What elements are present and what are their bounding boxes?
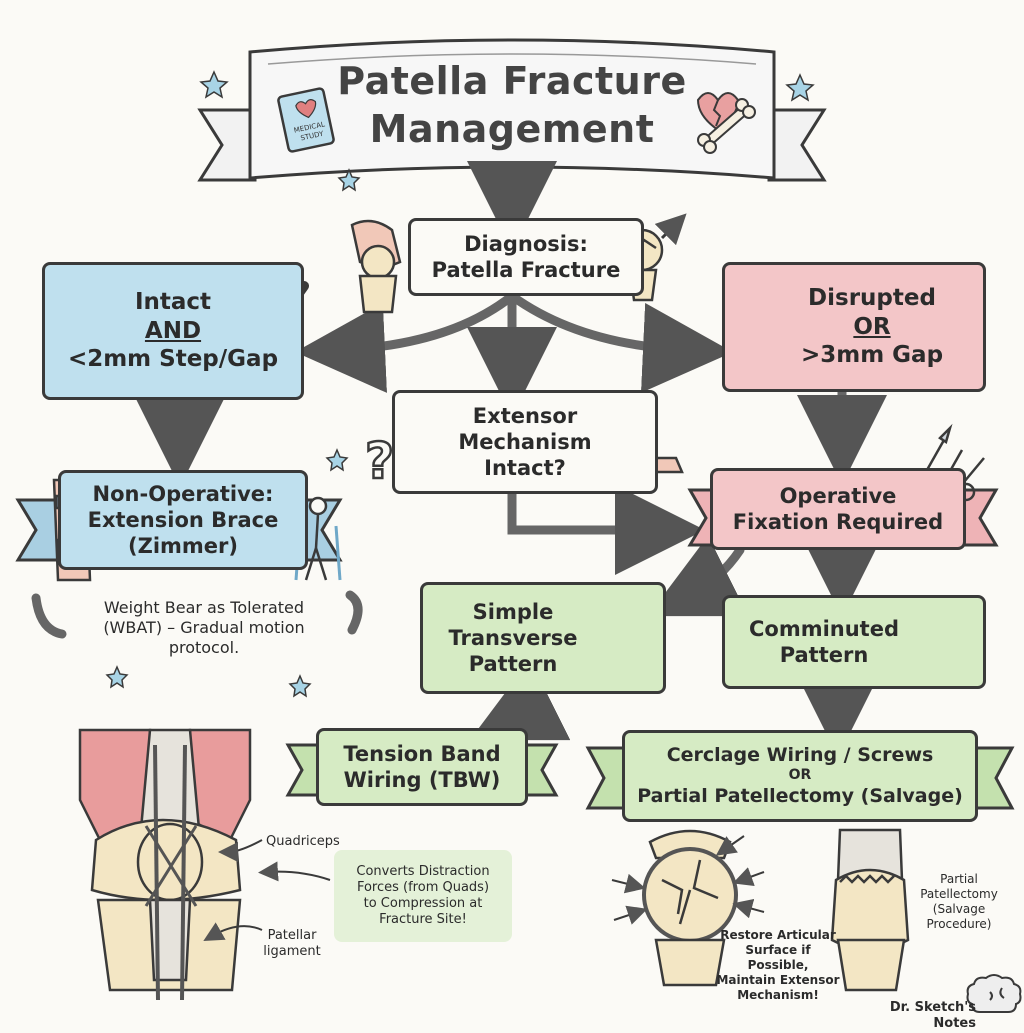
title-line-1: Patella Fracture (337, 59, 687, 103)
converts-note: Converts Distraction Forces (from Quads)… (334, 850, 512, 942)
extensor-line-2: Mechanism (458, 429, 592, 454)
simple-transverse-box: Simple Transverse Pattern (420, 582, 666, 694)
wbat-line-2: (WBAT) – Gradual motion (103, 618, 305, 637)
non-operative-box: Non-Operative: Extension Brace (Zimmer) (58, 470, 308, 570)
anatomy-pointers (203, 839, 331, 941)
intact-box: Intact AND <2mm Step/Gap (42, 262, 304, 400)
partial-patellectomy-note: Partial Patellectomy (Salvage Procedure) (914, 872, 1004, 932)
cerclage-wiring-box: Cerclage Wiring / Screws OR Partial Pate… (622, 730, 978, 822)
disrupted-box: Disrupted OR >3mm Gap (722, 262, 986, 392)
brain-icon (966, 974, 1022, 1013)
flow-arrows (31, 161, 887, 757)
non-operative-line-1: Non-Operative: (92, 481, 274, 506)
non-operative-ribbon (15, 498, 343, 562)
converts-line-1: Converts Distraction (356, 863, 490, 879)
patellar-ligament-line-2: ligament (263, 944, 321, 960)
partial-patellectomy-illustration (830, 828, 910, 992)
extensor-mechanism-box: Extensor Mechanism Intact? (392, 390, 658, 494)
decorative-stars (105, 70, 815, 698)
tbw-line-2: Wiring (TBW) (343, 768, 501, 792)
wbat-note: Weight Bear as Tolerated (WBAT) – Gradua… (66, 598, 342, 658)
intact-line-1: Intact (134, 288, 212, 315)
partial-line-4: Procedure) (926, 917, 992, 931)
non-operative-line-3: (Zimmer) (128, 534, 238, 559)
quadriceps-text: Quadriceps (266, 834, 340, 849)
wbat-line-1: Weight Bear as Tolerated (103, 598, 305, 617)
tbw-ribbon (285, 743, 559, 797)
tension-band-wiring-box: Tension Band Wiring (TBW) (316, 728, 528, 806)
simple-line-2: Transverse (448, 625, 578, 650)
intact-line-2: AND (144, 317, 202, 344)
patellar-ligament-label: Patellar ligament (252, 928, 332, 961)
page-title: Patella Fracture Management (320, 58, 704, 153)
restore-line-1: Restore Articular (720, 928, 836, 942)
comminuted-line-2: Pattern (779, 643, 869, 667)
quadriceps-label: Quadriceps (266, 834, 362, 850)
cerclage-line-2: OR (788, 767, 812, 784)
simple-line-3: Pattern (468, 652, 558, 677)
cerclage-ribbon (585, 746, 1015, 810)
simple-line-1: Simple (472, 599, 554, 624)
svg-text:?: ? (365, 432, 394, 490)
title-line-2: Management (369, 106, 655, 151)
signature: Dr. Sketch's Notes (846, 1000, 976, 1033)
diagnosis-box: Diagnosis: Patella Fracture (408, 218, 644, 296)
operative-line-2: Fixation Required (732, 510, 944, 534)
knee-joint-icon (350, 219, 402, 314)
wbat-line-3: protocol. (168, 638, 240, 657)
knee-anatomy-illustration (78, 728, 252, 1001)
converts-line-3: to Compression at (363, 896, 483, 911)
disrupted-line-1: Disrupted (808, 284, 936, 311)
tbw-line-1: Tension Band (343, 741, 501, 766)
non-operative-line-2: Extension Brace (87, 507, 279, 532)
comminuted-box: Comminuted Pattern (722, 595, 986, 689)
bone-icon (697, 98, 756, 154)
intact-line-3: <2mm Step/Gap (67, 346, 279, 373)
partial-line-2: Patellectomy (920, 887, 998, 901)
comminuted-fixation-illustration (642, 829, 738, 987)
converts-line-2: Forces (from Quads) (356, 879, 490, 895)
title-banner (197, 38, 827, 182)
fixation-arrows (611, 835, 765, 925)
restore-note: Restore Articular Surface if Possible, M… (716, 928, 840, 1003)
extensor-line-1: Extensor (472, 403, 578, 428)
operative-line-1: Operative (779, 483, 897, 508)
converts-line-4: Fracture Site! (379, 912, 467, 928)
disrupted-line-3: >3mm Gap (800, 342, 944, 369)
cerclage-line-3: Partial Patellectomy (Salvage) (637, 784, 963, 807)
comminuted-line-1: Comminuted (748, 616, 899, 641)
cerclage-line-1: Cerclage Wiring / Screws (666, 743, 934, 766)
diagnosis-line-2: Patella Fracture (431, 258, 621, 282)
disrupted-line-2: OR (853, 313, 891, 340)
partial-line-3: (Salvage (932, 902, 986, 916)
medical-book-icon: MEDICAL STUDY (277, 87, 335, 153)
signature-text: Dr. Sketch's Notes (889, 1000, 976, 1032)
operative-fixation-box: Operative Fixation Required (710, 468, 966, 550)
partial-line-1: Partial (940, 872, 978, 886)
patellar-ligament-line-1: Patellar (267, 928, 317, 943)
restore-line-3: Maintain Extensor (716, 973, 840, 987)
restore-line-2: Surface if Possible, (745, 943, 811, 972)
extensor-line-3: Intact? (484, 456, 566, 481)
restore-line-4: Mechanism! (737, 988, 819, 1002)
diagnosis-line-1: Diagnosis: (464, 231, 588, 256)
